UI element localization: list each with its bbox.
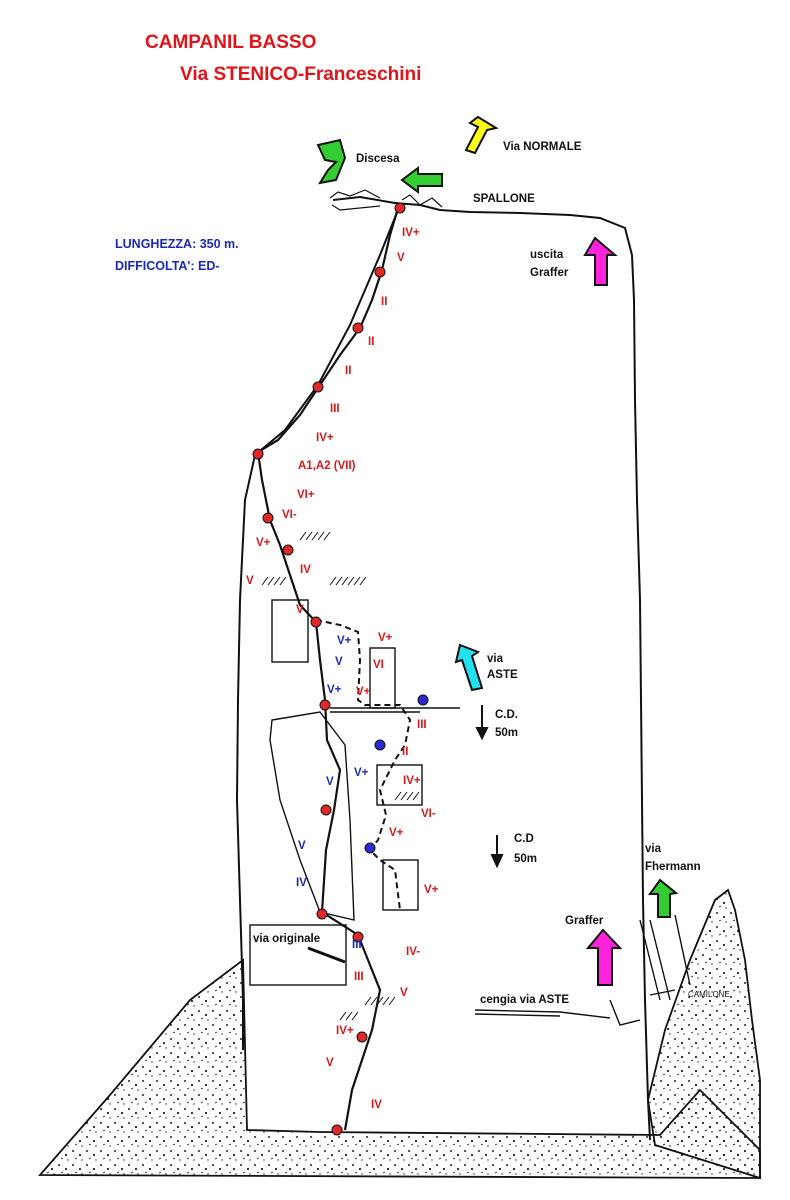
grade: V <box>298 840 306 852</box>
grade: V+ <box>354 767 369 779</box>
label-via-normale: Via NORMALE <box>503 141 582 153</box>
grade: VI <box>373 659 384 671</box>
camilone-spire <box>647 888 761 1180</box>
arrow-via-fhermann <box>648 878 679 918</box>
label-graffer-top: Graffer <box>530 267 569 279</box>
label-cd1-1: C.D. <box>495 709 518 721</box>
grade: III <box>417 719 427 731</box>
rock-block-2 <box>369 647 396 709</box>
grade: III <box>354 971 364 983</box>
ledge-cengia <box>474 1009 611 1019</box>
route-dashed-variant <box>315 619 412 911</box>
grade: V <box>400 987 408 999</box>
grade: V+ <box>327 684 342 696</box>
grade: V <box>246 575 254 587</box>
grade: V+ <box>356 686 371 698</box>
grade: III <box>352 939 362 951</box>
grade: IV+ <box>336 1025 354 1037</box>
grade: II <box>368 336 374 348</box>
label-camilone: CAMILONE <box>688 990 730 999</box>
label-cd2-1: C.D <box>514 833 534 845</box>
grade: II <box>345 365 351 377</box>
grade: A1,A2 (VII) <box>298 460 356 472</box>
arrow-cd2-down <box>490 835 504 869</box>
grade: V+ <box>337 635 352 647</box>
grade: V <box>335 656 343 668</box>
grade: IV+ <box>316 432 334 444</box>
arrow-uscita-graffer <box>583 236 618 286</box>
grade: II <box>402 746 408 758</box>
topo-subtitle: Via STENICO-Franceschini <box>180 64 421 85</box>
grade: VI- <box>282 509 297 521</box>
label-discesa: Discesa <box>356 153 400 165</box>
grade: IV+ <box>403 775 421 787</box>
via-originale-arrow <box>307 946 346 964</box>
rock-block-1 <box>271 599 309 663</box>
grade: IV <box>371 1099 382 1111</box>
grade-labels: IV+ V II II II III IV+ A1,A2 (VII) VI+ V… <box>246 227 439 1111</box>
overhang-hatching <box>261 531 420 1021</box>
label-graffer-bottom: Graffer <box>565 915 604 927</box>
label-fhermann-2: Fhermann <box>645 861 701 873</box>
arrow-graffer-bottom <box>585 928 623 986</box>
grade: III <box>330 403 340 415</box>
ledge-aste <box>330 707 460 713</box>
label-spallone: SPALLONE <box>473 193 535 205</box>
tower-left-edge <box>235 209 399 1050</box>
arrow-cd1-down <box>475 705 489 741</box>
via-originale-box <box>249 924 347 986</box>
grade: IV+ <box>402 227 420 239</box>
label-cd1-2: 50m <box>495 727 518 739</box>
rock-block-3 <box>376 764 423 806</box>
rock-slab <box>269 711 355 921</box>
label-via-aste-2: ASTE <box>487 669 518 681</box>
grade: V <box>296 604 304 616</box>
label-cengia: cengia via ASTE <box>480 994 569 1006</box>
label-via-originale: via originale <box>253 933 320 945</box>
belays-blue <box>364 694 429 854</box>
tower-outline <box>332 195 651 1141</box>
grade: IV <box>300 564 311 576</box>
label-cd2-2: 50m <box>514 853 537 865</box>
grade: V+ <box>378 632 393 644</box>
label-uscita: uscita <box>530 249 564 261</box>
grade: IV- <box>406 946 420 958</box>
arrow-discesa-left <box>400 166 443 194</box>
topo-title: CAMPANIL BASSO <box>145 32 316 53</box>
grade: VI+ <box>297 489 315 501</box>
fhermann-lines <box>609 914 691 1026</box>
label-via-aste-1: via <box>487 653 504 665</box>
grade: IV <box>296 877 307 889</box>
grade: V+ <box>424 884 439 896</box>
grade: V+ <box>389 827 404 839</box>
grade: V <box>397 252 405 264</box>
belays-red <box>252 202 406 1136</box>
grade: V <box>326 1057 334 1069</box>
grade: V+ <box>256 537 271 549</box>
arrow-via-aste <box>454 643 484 692</box>
route-length: LUNGHEZZA: 350 m. <box>115 237 239 251</box>
rock-block-4 <box>382 859 419 911</box>
arrow-discesa-curl <box>316 138 347 185</box>
grade: V <box>326 776 334 788</box>
grade: VI- <box>421 808 436 820</box>
summit-rubble <box>329 189 443 211</box>
grade: II <box>381 296 387 308</box>
label-fhermann-1: via <box>645 843 662 855</box>
route-difficulty: DIFFICOLTA': ED- <box>115 259 220 273</box>
arrow-via-normale <box>464 115 499 155</box>
